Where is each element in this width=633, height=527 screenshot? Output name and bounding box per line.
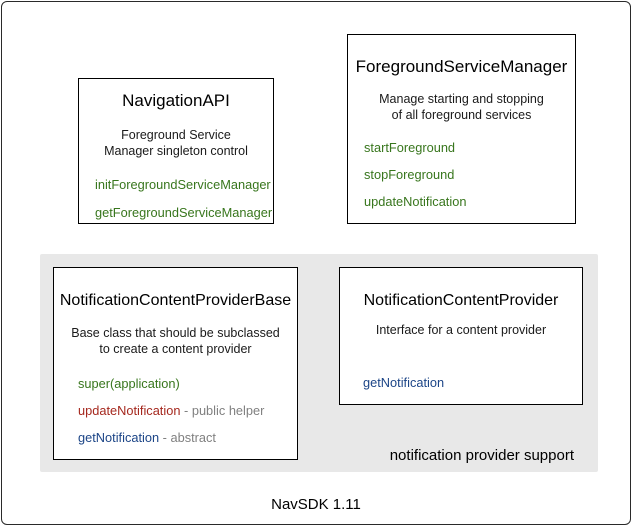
description-line: Manager singleton control — [104, 144, 248, 158]
description-line: Base class that should be subclassed — [71, 326, 280, 340]
description-line: Manage starting and stopping — [379, 92, 544, 106]
method-name: startForeground — [364, 140, 456, 155]
class-description: Base class that should be subclassed to … — [54, 325, 297, 357]
description-line: Foreground Service — [121, 128, 231, 142]
class-description: Foreground Service Manager singleton con… — [79, 127, 273, 159]
class-box-navigation-api: NavigationAPI Foreground Service Manager… — [78, 78, 274, 224]
description-line: Interface for a content provider — [375, 323, 547, 337]
method-list: getNotification — [340, 375, 582, 391]
class-title: ForegroundServiceManager — [355, 57, 568, 76]
method-name: getNotification — [78, 430, 160, 445]
method-initForegroundServiceManager: initForegroundServiceManager — [95, 177, 273, 193]
method-annotation: - public helper — [180, 403, 265, 418]
notification-provider-group-panel: NotificationContentProviderBase Base cla… — [40, 254, 598, 472]
method-list: super(application) updateNotification - … — [54, 376, 297, 457]
description-line: of all foreground services — [391, 108, 532, 122]
method-stopForeground: stopForeground — [364, 167, 575, 183]
method-updateNotification: updateNotification - public helper — [78, 403, 297, 419]
method-name: updateNotification — [364, 194, 467, 209]
class-title: NotificationContentProvider — [363, 292, 559, 309]
method-list: startForeground stopForeground updateNot… — [348, 140, 575, 221]
method-name: super(application) — [78, 376, 180, 391]
method-updateNotification: updateNotification — [364, 194, 575, 210]
class-title: NavigationAPI — [122, 91, 230, 110]
class-box-notification-content-provider-base: NotificationContentProviderBase Base cla… — [53, 267, 298, 460]
method-list: initForegroundServiceManager getForegrou… — [79, 177, 273, 233]
class-title: NotificationContentProviderBase — [59, 292, 292, 309]
method-name: updateNotification — [78, 403, 181, 418]
method-name: stopForeground — [364, 167, 455, 182]
class-description: Manage starting and stopping of all fore… — [348, 91, 575, 123]
method-name: initForegroundServiceManager — [95, 177, 271, 192]
description-line: to create a content provider — [99, 342, 252, 356]
class-box-foreground-service-manager: ForegroundServiceManager Manage starting… — [347, 34, 576, 224]
method-getNotification: getNotification - abstract — [78, 430, 297, 446]
group-label: notification provider support — [389, 447, 574, 464]
method-annotation: - abstract — [159, 430, 216, 445]
sdk-version-label: NavSDK 1.11 — [271, 496, 361, 513]
method-name: getNotification — [363, 375, 445, 390]
method-getNotification: getNotification — [363, 375, 582, 391]
class-box-notification-content-provider: NotificationContentProvider Interface fo… — [339, 267, 583, 405]
method-getForegroundServiceManager: getForegroundServiceManager — [95, 205, 273, 221]
method-startForeground: startForeground — [364, 140, 575, 156]
class-description: Interface for a content provider — [340, 322, 582, 338]
method-super-application: super(application) — [78, 376, 297, 392]
method-name: getForegroundServiceManager — [95, 205, 273, 220]
